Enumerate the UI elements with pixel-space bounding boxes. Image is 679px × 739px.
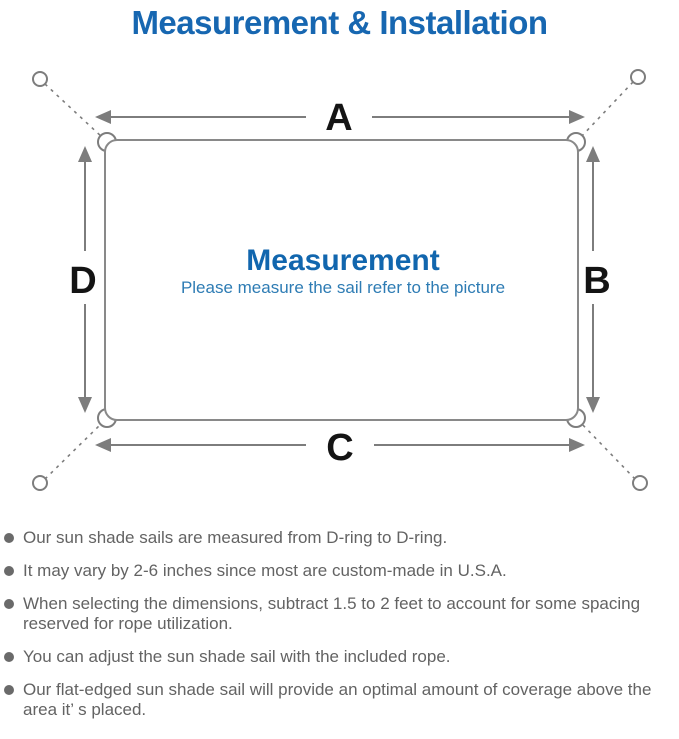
note-text: Our flat-edged sun shade sail will provi… (23, 680, 652, 719)
label-side-a: A (325, 97, 352, 139)
notes-list: Our sun shade sails are measured from D-… (0, 528, 679, 733)
sail-rectangle (104, 139, 579, 421)
rope-bottom-left (44, 421, 104, 480)
list-item: Our sun shade sails are measured from D-… (0, 528, 679, 548)
list-item: When selecting the dimensions, subtract … (0, 594, 679, 634)
note-text: Our sun shade sails are measured from D-… (23, 528, 448, 547)
diagram-center-subheading: Please measure the sail refer to the pic… (181, 278, 505, 297)
measurement-diagram: A B C D Measurement Please measure the s… (0, 55, 679, 510)
anchor-points (32, 69, 648, 491)
rope-bottom-right (579, 421, 636, 480)
dimension-arrow-d (78, 146, 92, 413)
label-side-d: D (69, 260, 96, 302)
bullet-icon (4, 685, 14, 695)
dimension-arrow-a (95, 110, 585, 124)
diagram-center-heading: Measurement (246, 244, 439, 277)
dimension-arrow-c (95, 438, 585, 452)
note-text: When selecting the dimensions, subtract … (23, 594, 641, 633)
note-text: You can adjust the sun shade sail with t… (23, 647, 451, 666)
rope-top-right (579, 81, 634, 139)
anchor-circle-bottom-left (32, 475, 48, 491)
label-side-b: B (583, 260, 610, 302)
label-side-c: C (326, 427, 353, 469)
page-title: Measurement & Installation (131, 4, 548, 41)
bullet-icon (4, 533, 14, 543)
rope-top-left (44, 83, 104, 139)
bullet-icon (4, 566, 14, 576)
dimension-arrow-b (586, 146, 600, 413)
bullet-icon (4, 652, 14, 662)
list-item: It may vary by 2-6 inches since most are… (0, 561, 679, 581)
rope-lines (44, 81, 636, 480)
note-text: It may vary by 2-6 inches since most are… (23, 561, 507, 580)
bullet-icon (4, 599, 14, 609)
list-item: Our flat-edged sun shade sail will provi… (0, 680, 679, 720)
sail-diagram-svg: A B C D Measurement Please measure the s… (32, 69, 648, 491)
list-item: You can adjust the sun shade sail with t… (0, 647, 679, 667)
anchor-circle-top-right (630, 69, 646, 85)
anchor-circle-top-left (32, 71, 48, 87)
anchor-circle-bottom-right (632, 475, 648, 491)
